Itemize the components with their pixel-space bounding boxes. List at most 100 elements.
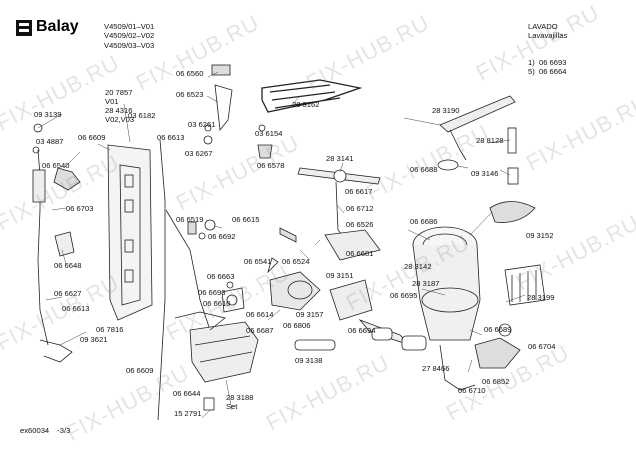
part-label-v02-v03: V02,V03	[105, 115, 135, 124]
part-label-06-6688: 06 6688	[410, 165, 438, 174]
part-label-28-3141: 28 3141	[326, 154, 354, 163]
part-label-06-6703: 06 6703	[66, 204, 94, 213]
part-label-06-6540: 06 6540	[42, 161, 70, 170]
part-label-06-6519: 06 6519	[176, 215, 204, 224]
part-label-09-3152: 09 3152	[526, 231, 554, 240]
part-label-06-6644: 06 6644	[173, 389, 201, 398]
tube-piece-1	[294, 339, 336, 351]
part-6615	[204, 219, 216, 231]
part-label-06-6615: 06 6615	[232, 215, 260, 224]
model-list: V4509/01–V01 V4509/02–V02 V4509/03–V03	[104, 22, 154, 50]
part-label-06-6627: 06 6627	[54, 289, 82, 298]
part-label-09-3621: 09 3621	[80, 335, 108, 344]
part-label-06-6541: 06 6541	[244, 257, 272, 266]
tube-piece-3	[401, 335, 427, 351]
doc-id: ex60034	[20, 426, 50, 435]
part-label-28-8128: 28 8128	[476, 136, 504, 145]
valve-clamp	[53, 167, 81, 191]
part-label-06-6806: 06 6806	[283, 321, 311, 330]
part-label-06-6560: 06 6560	[176, 69, 204, 78]
part-label-06-6663: 06 6663	[207, 272, 235, 281]
part-label-09-3151: 09 3151	[326, 271, 354, 280]
clip-block	[211, 64, 231, 76]
section-header: LAVADO Lavavajillas	[528, 22, 567, 41]
hose-clip	[279, 227, 297, 243]
part-label-06-6617: 06 6617	[345, 187, 373, 196]
right-spray-arm	[439, 95, 516, 133]
tub-frame	[107, 144, 153, 321]
model-1: V4509/01–V01	[104, 22, 155, 31]
part-6519	[187, 221, 197, 235]
inlet-valve	[32, 169, 46, 203]
page-number: -3/3	[57, 426, 71, 435]
part-label-03-6182: 03 6182	[128, 111, 156, 120]
part-label-06-6686: 06 6686	[410, 217, 438, 226]
part-label-15-2791: 15 2791	[174, 409, 202, 418]
heater-wires	[174, 311, 226, 331]
part-label-09-3146: 09 3146	[471, 169, 499, 178]
part-label-set: Set	[226, 402, 238, 411]
lower-hose	[39, 339, 73, 363]
part-label-06-6712: 06 6712	[346, 204, 374, 213]
filter-cap	[489, 201, 536, 223]
part-label-06-6852: 06 6852	[482, 377, 510, 386]
part-label-06-6704: 06 6704	[528, 342, 556, 351]
pump-housing	[329, 279, 373, 321]
filter-basket	[504, 264, 546, 306]
part-label-03-4887: 03 4887	[36, 137, 64, 146]
balay-logo-mark	[16, 20, 32, 36]
part-label-28-3162: 28 3162	[292, 100, 320, 109]
part-label-28-4316: 28 4316	[105, 106, 133, 115]
notes: 1) 06 6693 5) 06 6664	[528, 58, 566, 77]
part-label-03-6154: 03 6154	[255, 129, 283, 138]
part-label-28-3187: 28 3187	[412, 279, 440, 288]
tube-part	[507, 127, 517, 154]
part-label-06-6648: 06 6648	[54, 261, 82, 270]
part-label-06-6526: 06 6526	[346, 220, 374, 229]
bottom-fitting	[203, 397, 215, 411]
part-label-v01: V01	[105, 97, 119, 106]
part-label-28-3142: 28 3142	[404, 262, 432, 271]
part-label-09-3138: 09 3138	[295, 356, 323, 365]
part-label-28-3188: 28 3188	[226, 393, 254, 402]
part-label-27-8466: 27 8466	[422, 364, 450, 373]
part-label-06-6609-bottom: 06 6609	[126, 366, 154, 375]
model-2: V4509/02–V02	[104, 31, 155, 41]
heater-element	[261, 79, 363, 113]
part-label-06-6610: 06 6610	[203, 299, 231, 308]
part-label-06-6692: 06 6692	[208, 232, 236, 241]
clip-part	[33, 123, 43, 133]
part-label-06-6694: 06 6694	[348, 326, 376, 335]
part-label-06-6613-bottom: 06 6613	[62, 304, 90, 313]
part-6692	[198, 232, 206, 240]
part-label-06-6695: 06 6695	[390, 291, 418, 300]
part-6614	[221, 287, 245, 313]
part-label-06-6689: 06 6689	[484, 325, 512, 334]
model-3: V4509/03–V03	[104, 40, 155, 50]
part-label-06-7816: 06 7816	[96, 325, 124, 334]
footer: ex60034 -3/3	[20, 426, 70, 435]
part-label-28-3190: 28 3190	[432, 106, 460, 115]
part-label-06-6523: 06 6523	[176, 90, 204, 99]
part-label-06-6609-top: 06 6609	[78, 133, 106, 142]
section-subtitle: Lavavajillas	[528, 31, 568, 41]
part-label-06-6613-top: 06 6613	[157, 133, 185, 142]
part-label-09-3139: 09 3139	[34, 110, 62, 119]
note-2: 5) 06 6664	[528, 67, 567, 77]
balay-logo: Balay	[16, 18, 96, 42]
part-label-06-6578: 06 6578	[257, 161, 285, 170]
brand-name: Balay	[36, 18, 79, 35]
part-label-06-6693: 06 6693	[198, 288, 226, 297]
side-wire	[157, 139, 166, 421]
drain-hose	[439, 344, 476, 391]
sump-body	[412, 244, 481, 341]
bracket-part	[54, 231, 75, 257]
flow-heater	[189, 321, 259, 383]
section-title: LAVADO	[528, 22, 558, 31]
part-label-06-6687: 06 6687	[246, 326, 274, 335]
part-label-20-7857: 20 7857	[105, 88, 133, 97]
spray-arm-mount	[324, 229, 381, 261]
note-1: 1) 06 6693	[528, 58, 567, 67]
